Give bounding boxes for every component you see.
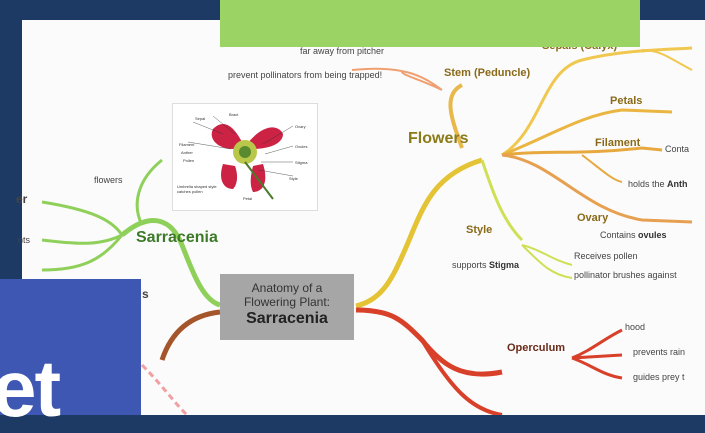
overlay-badge: et — [0, 279, 141, 415]
thumb-label-anther: Anther — [181, 150, 193, 155]
leaf-prevents-rain: prevents rain — [633, 347, 685, 357]
mind-map-canvas: Sepal Bract Ovary Filament Anther Ovules… — [0, 0, 705, 415]
branch-operculum-leaves — [572, 330, 622, 378]
center-line-3: Sarracenia — [220, 309, 354, 329]
leaf-contains-ovules: Contains ovules — [600, 230, 667, 240]
badge-text: et — [0, 349, 59, 429]
thumb-label-ovary: Ovary — [295, 124, 306, 129]
node-petals[interactable]: Petals — [610, 95, 642, 107]
node-stem[interactable]: Stem (Peduncle) — [444, 67, 530, 79]
node-sarracenia[interactable]: Sarracenia — [136, 229, 218, 247]
leaf-guides-prey: guides prey t — [633, 372, 685, 382]
node-style[interactable]: Style — [466, 224, 492, 236]
leaf-supports: supports — [452, 260, 489, 270]
leaf-stigma: Stigma — [489, 260, 519, 270]
branch-center-flowers — [356, 160, 482, 306]
thumb-label-filament: Filament — [179, 142, 194, 147]
branch-filament-holds — [582, 155, 622, 182]
branch-style-leaves — [522, 245, 572, 278]
leaf-pollinator-brushes: pollinator brushes against — [574, 270, 677, 280]
branch-flowers-filament — [502, 148, 662, 155]
leaf-left-flowers: flowers — [94, 175, 123, 185]
leaf-contains: Contains — [600, 230, 638, 240]
flower-diagram-thumbnail: Sepal Bract Ovary Filament Anther Ovules… — [172, 103, 318, 211]
node-flowers[interactable]: Flowers — [408, 130, 468, 148]
center-line-1: Anatomy of a — [220, 281, 354, 295]
leaf-holds-the: holds the — [628, 179, 667, 189]
thumb-label-petal: Petal — [243, 196, 252, 201]
leaf-receives-pollen: Receives pollen — [574, 251, 638, 261]
thumb-label-stigma: Stigma — [295, 160, 307, 165]
leaf-left-nts: nts — [18, 235, 30, 245]
branch-center-lower-left — [162, 312, 220, 360]
leaf-left-s: s — [142, 287, 149, 301]
leaf-conta: Conta — [665, 144, 689, 154]
leaf-ovules: ovules — [638, 230, 667, 240]
thumb-label-bract: Bract — [229, 112, 238, 117]
leaf-far-away: far away from pitcher — [300, 46, 384, 56]
thumb-label-pollen: Pollen — [183, 158, 194, 163]
branch-sepals-ends — [642, 50, 692, 70]
node-ovary[interactable]: Ovary — [577, 212, 608, 224]
header-banner — [220, 0, 640, 47]
node-operculum[interactable]: Operculum — [507, 342, 565, 354]
thumb-label-sepal: Sepal — [195, 116, 205, 121]
leaf-supports-stigma: supports Stigma — [452, 260, 519, 270]
thumb-label-umbrella: Umbrella shaped style catches pollen — [177, 184, 219, 194]
thumb-label-ovules: Ovules — [295, 144, 307, 149]
node-filament[interactable]: Filament — [595, 137, 640, 149]
branch-dashed-pink — [142, 365, 187, 415]
leaf-hood: hood — [625, 322, 645, 332]
leaf-anth: Anth — [667, 179, 688, 189]
leaf-left-er: er — [16, 192, 27, 206]
center-node[interactable]: Anatomy of a Flowering Plant: Sarracenia — [220, 274, 354, 340]
branch-center-operculum — [356, 310, 502, 374]
leaf-holds-anth: holds the Anth — [628, 179, 688, 189]
leaf-prevent-pollinators: prevent pollinators from being trapped! — [228, 70, 382, 80]
center-line-2: Flowering Plant: — [220, 295, 354, 309]
thumb-label-style: Style — [289, 176, 298, 181]
